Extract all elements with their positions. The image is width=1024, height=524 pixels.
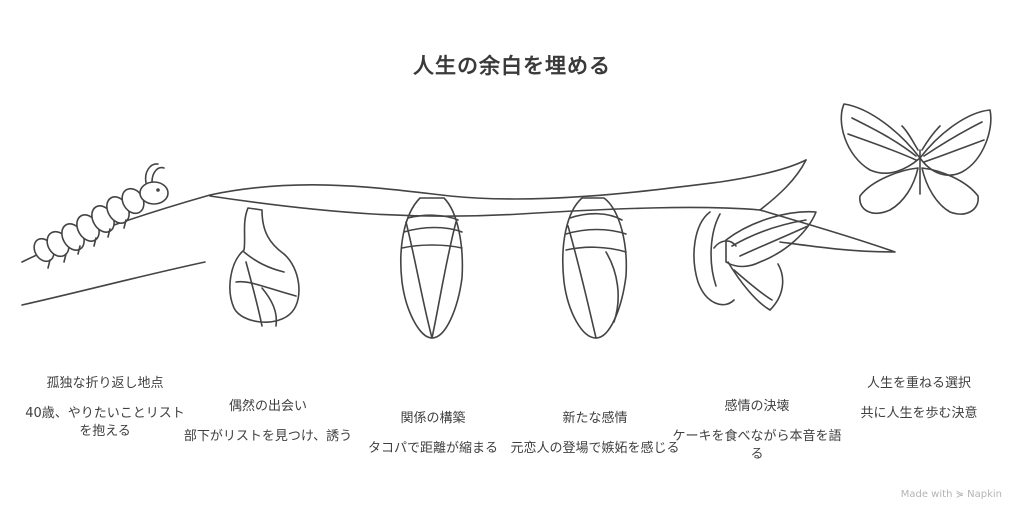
stage-description: 元恋人の登場で嫉妬を感じる xyxy=(510,441,680,456)
stage-4: 新たな感情 元恋人の登場で嫉妬を感じる xyxy=(510,410,680,458)
stage-title: 関係の構築 xyxy=(400,411,466,426)
stage-description: ケーキを食べながら本音を語る xyxy=(672,429,842,462)
stage-2: 偶然の出会い 部下がリストを見つけ、誘う xyxy=(183,398,353,446)
stage-description: 部下がリストを見つけ、誘う xyxy=(183,429,353,444)
stage-3: 関係の構築 タコパで距離が縮まる xyxy=(348,410,518,458)
chrysalis-icon xyxy=(562,197,628,339)
stage-title: 感情の決壊 xyxy=(724,399,790,414)
stage-title: 偶然の出会い xyxy=(228,399,307,414)
pupa-icon xyxy=(229,207,300,327)
diagram-title: 人生の余白を埋める xyxy=(413,54,611,78)
butterfly-icon xyxy=(840,103,992,215)
stage-title: 孤独な折り返し地点 xyxy=(46,376,164,391)
stage-1: 孤独な折り返し地点 40歳、やりたいことリストを抱える xyxy=(20,375,190,441)
stage-5: 感情の決壊 ケーキを食べながら本音を語る xyxy=(672,398,842,464)
caterpillar-icon xyxy=(33,163,169,269)
stage-description: 共に人生を歩む決意 xyxy=(860,406,978,421)
stage-title: 新たな感情 xyxy=(562,411,628,426)
stage-description: タコパで距離が縮まる xyxy=(367,441,498,456)
napkin-watermark: Made with ⋟ Napkin xyxy=(900,489,1002,500)
stage-description: 40歳、やりたいことリストを抱える xyxy=(25,406,185,439)
cocoon-icon xyxy=(400,197,464,339)
stage-title: 人生を重ねる選択 xyxy=(866,376,971,391)
emerging-butterfly-icon xyxy=(693,210,817,311)
stage-6: 人生を重ねる選択 共に人生を歩む決意 xyxy=(834,375,1004,423)
